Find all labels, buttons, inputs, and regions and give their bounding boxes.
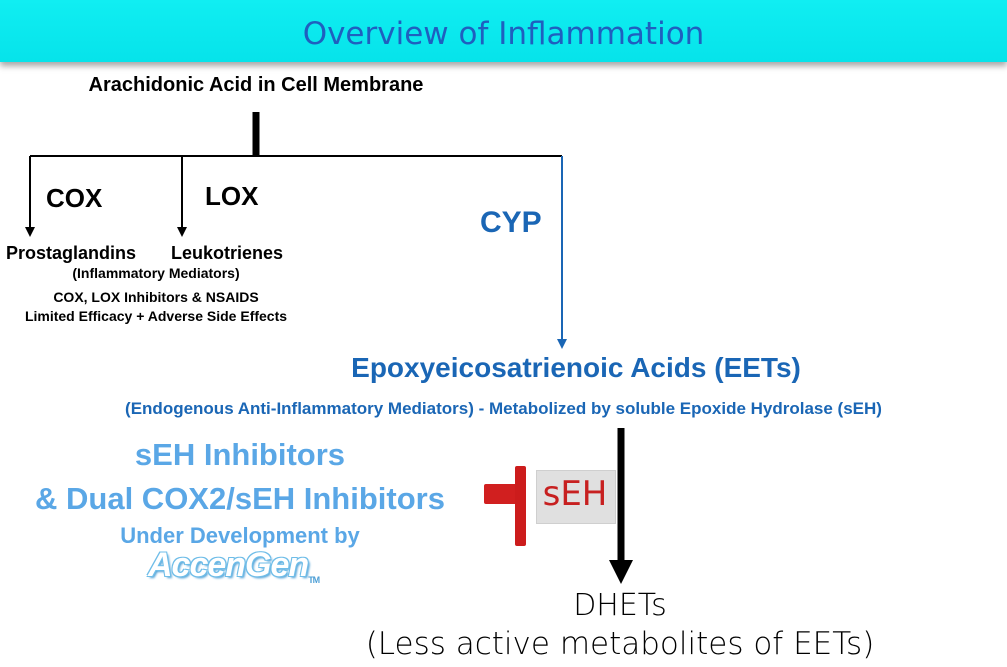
eets-label: Epoxyeicosatrienoic Acids (EETs)	[351, 352, 801, 383]
inhibitor-bar-cap	[515, 466, 526, 546]
dual-inhibitors-label: & Dual COX2/sEH Inhibitors	[35, 481, 445, 516]
prostaglandins-label: Prostaglandins	[6, 243, 137, 263]
seh-inhibitors-label: sEH Inhibitors	[134, 437, 346, 472]
efficacy-note: Limited Efficacy + Adverse Side Effects	[24, 308, 288, 324]
page-title: Overview of Inflammation	[302, 16, 705, 52]
dhets-arrow-head	[609, 560, 633, 584]
dhets-label: DHETs	[573, 588, 667, 623]
lox-label: LOX	[205, 181, 259, 211]
title-bar	[0, 0, 1007, 62]
source-label: Arachidonic Acid in Cell Membrane	[88, 74, 424, 96]
leukotrienes-label: Leukotrienes	[171, 243, 284, 263]
cox-label: COX	[46, 183, 103, 213]
inhibitor-bar-shaft	[484, 484, 518, 504]
inhibitors-note: COX, LOX Inhibitors & NSAIDS	[53, 289, 259, 305]
seh-enzyme-box	[536, 470, 616, 524]
cyp-label: CYP	[480, 206, 542, 239]
accengen-logo: AccenGenTM	[148, 546, 320, 585]
seh-enzyme-label: sEH	[542, 474, 608, 514]
eets-description: (Endogenous Anti-Inflammatory Mediators)…	[125, 399, 882, 418]
inflammatory-note: (Inflammatory Mediators)	[72, 265, 240, 281]
under-development-label: Under Development by	[120, 523, 360, 548]
dhets-description: (Less active metabolites of EETs)	[365, 626, 875, 662]
